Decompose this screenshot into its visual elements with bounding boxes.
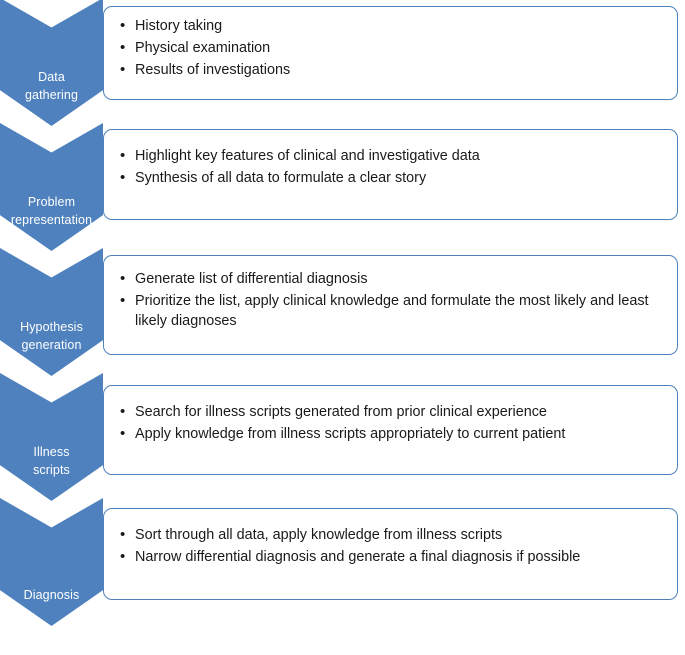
bullet-list-2: Highlight key features of clinical and i… [118, 139, 663, 188]
list-item: Highlight key features of clinical and i… [118, 146, 663, 166]
list-item: Narrow differential diagnosis and genera… [118, 547, 663, 567]
chevron-down-icon [0, 123, 103, 251]
chevron-down-icon [0, 373, 103, 501]
chevron-down-icon [0, 248, 103, 376]
chevron-step-3: Hypothesis generation [0, 248, 103, 376]
list-item: Sort through all data, apply knowledge f… [118, 525, 663, 545]
bullet-list-4: Search for illness scripts generated fro… [118, 395, 663, 444]
list-item: Prioritize the list, apply clinical know… [118, 291, 663, 331]
content-box-5: Sort through all data, apply knowledge f… [103, 508, 678, 600]
content-box-2: Highlight key features of clinical and i… [103, 129, 678, 220]
chevron-step-2: Problem representation [0, 123, 103, 251]
list-item: Results of investigations [118, 60, 663, 80]
bullet-list-3: Generate list of differential diagnosis … [118, 265, 663, 331]
chevron-step-1: Data gathering [0, 0, 103, 126]
list-item: Generate list of differential diagnosis [118, 269, 663, 289]
chevron-step-5: Diagnosis [0, 498, 103, 626]
list-item: Physical examination [118, 38, 663, 58]
list-item: Search for illness scripts generated fro… [118, 402, 663, 422]
content-box-3: Generate list of differential diagnosis … [103, 255, 678, 355]
bullet-list-1: History taking Physical examination Resu… [118, 16, 663, 80]
chevron-down-icon [0, 0, 103, 126]
list-item: Synthesis of all data to formulate a cle… [118, 168, 663, 188]
bullet-list-5: Sort through all data, apply knowledge f… [118, 518, 663, 567]
chevron-step-4: Illness scripts [0, 373, 103, 501]
list-item: History taking [118, 16, 663, 36]
content-box-1: History taking Physical examination Resu… [103, 6, 678, 100]
content-box-4: Search for illness scripts generated fro… [103, 385, 678, 475]
list-item: Apply knowledge from illness scripts app… [118, 424, 663, 444]
chevron-down-icon [0, 498, 103, 626]
